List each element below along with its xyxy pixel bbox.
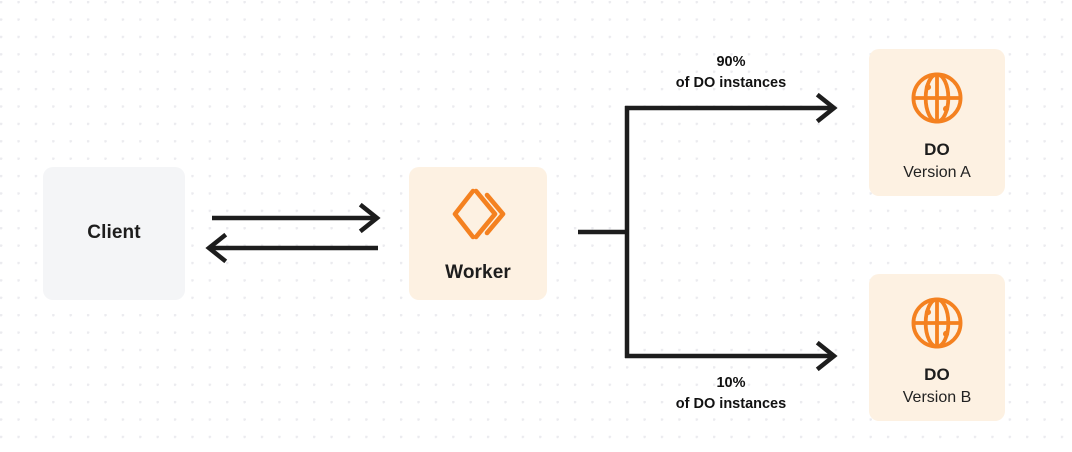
node-client-label: Client <box>87 222 141 244</box>
flow-label-top: 90% of DO instances <box>628 52 834 94</box>
node-worker[interactable]: Worker <box>409 167 547 300</box>
node-do-version-a[interactable]: DO Version A <box>869 49 1005 196</box>
node-do-b-label: DO <box>924 364 950 384</box>
flow-bottom-percent: 10% <box>716 375 746 391</box>
arrow-worker-to-client <box>205 232 378 264</box>
flow-bottom-description: of DO instances <box>675 396 787 413</box>
node-worker-label: Worker <box>445 262 511 284</box>
arrow-client-to-worker <box>212 202 381 234</box>
globe-icon <box>908 69 966 127</box>
flow-label-bottom: 10% of DO instances <box>628 373 834 415</box>
flow-top-description: of DO instances <box>675 75 787 92</box>
arrow-split-to-do-b <box>625 340 838 372</box>
node-do-b-sublabel: Version B <box>902 389 972 407</box>
flow-top-percent: 90% <box>716 54 746 70</box>
node-do-version-b[interactable]: DO Version B <box>869 274 1005 421</box>
node-do-a-label: DO <box>924 139 950 159</box>
node-do-a-sublabel: Version A <box>903 164 971 182</box>
cloudflare-workers-icon <box>446 182 510 246</box>
node-client[interactable]: Client <box>43 167 185 300</box>
globe-icon <box>908 294 966 352</box>
arrow-split-to-do-a <box>625 92 838 124</box>
